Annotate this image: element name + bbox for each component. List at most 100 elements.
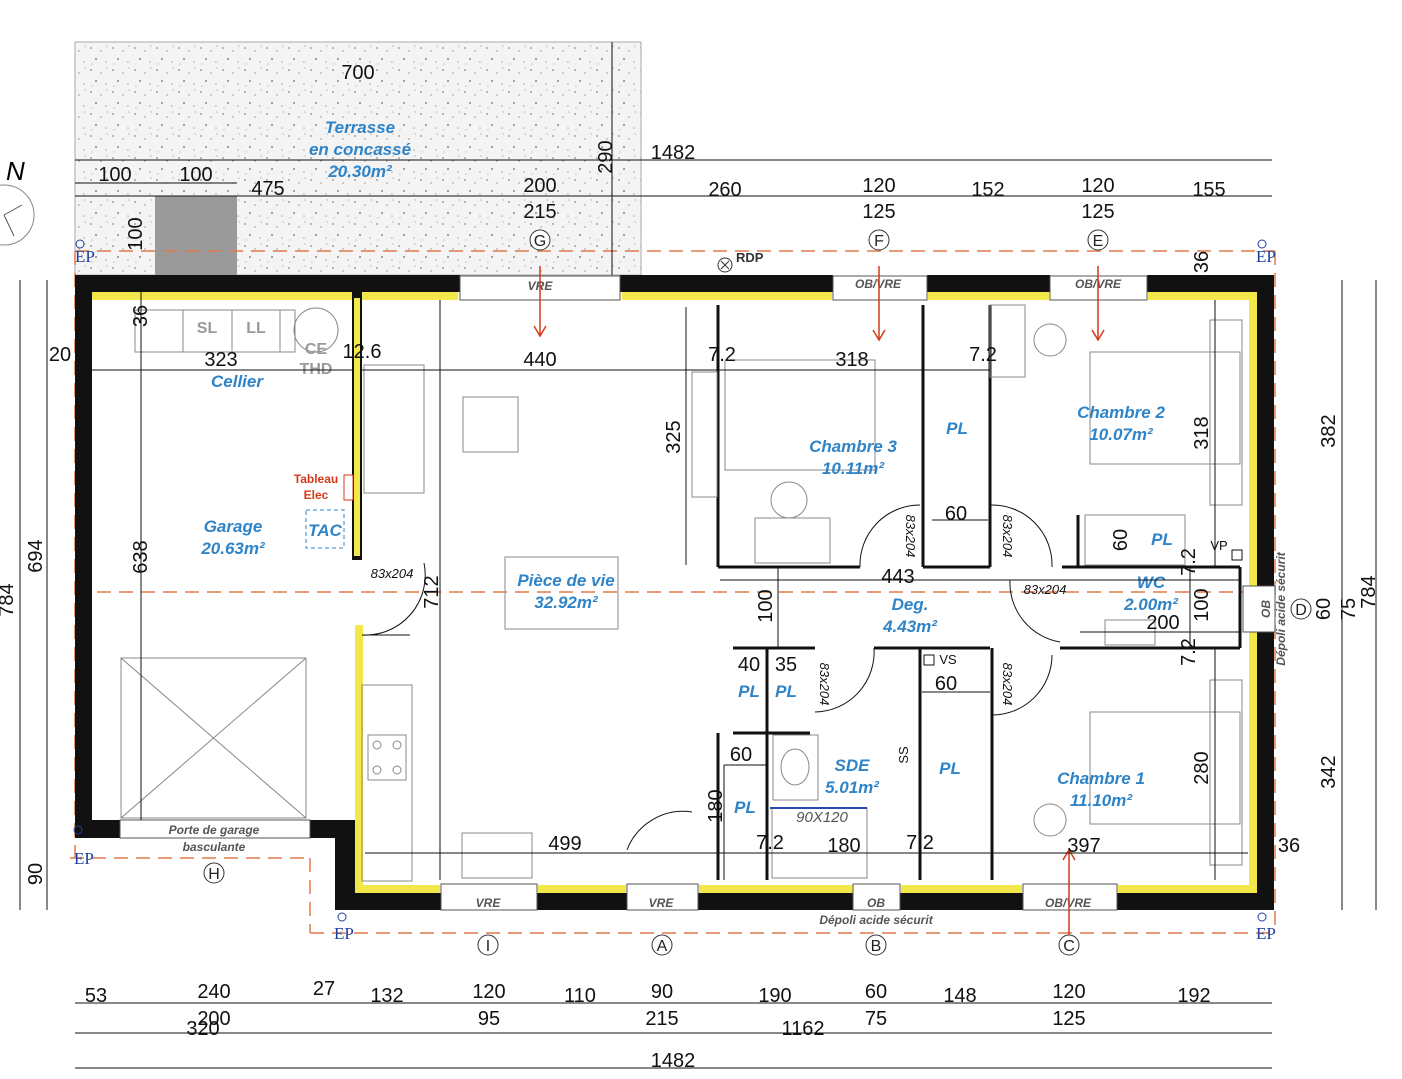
- dim-40: 40: [738, 654, 760, 676]
- pl-5: PL: [734, 798, 756, 817]
- dim-155: 155: [1192, 179, 1225, 201]
- ss-label: SS: [896, 746, 911, 764]
- room-wc: WC: [1137, 573, 1166, 592]
- axis-i: I: [486, 938, 490, 955]
- dim-440: 440: [523, 349, 556, 371]
- ep-left-bottom: EP: [74, 849, 94, 868]
- dim-318-h: 318: [835, 349, 868, 371]
- dim-342: 342: [1318, 755, 1340, 788]
- axis-d: D: [1295, 602, 1307, 619]
- dim-125-f: 125: [862, 201, 895, 223]
- dim-60-b-bot: 60: [865, 981, 887, 1003]
- dim-7-2-d: 7.2: [1178, 638, 1200, 666]
- dim-132: 132: [370, 985, 403, 1007]
- ep-bottom-left: EP: [334, 924, 354, 943]
- room-garage: Garage: [204, 517, 263, 536]
- dim-1482-top: 1482: [651, 142, 696, 164]
- room-wc-area: 2.00m²: [1123, 595, 1179, 614]
- room-ch3-area: 10.11m²: [822, 459, 885, 478]
- dim-323: 323: [204, 349, 237, 371]
- dim-382: 382: [1318, 414, 1340, 447]
- dim-215-bot: 215: [645, 1008, 678, 1030]
- ll-label: LL: [246, 320, 266, 337]
- dim-60-d: 60: [1313, 598, 1335, 620]
- sl-label: SL: [197, 320, 218, 337]
- room-ch2-area: 10.07m²: [1089, 425, 1154, 444]
- dim-75-bot: 75: [865, 1008, 887, 1030]
- dim-7-2-e: 7.2: [756, 832, 784, 854]
- unit-ext-line3: chauffage: [168, 236, 225, 250]
- dim-325: 325: [663, 420, 685, 453]
- unit-ext-line2: Ext: [187, 221, 206, 235]
- pl-6: PL: [939, 759, 961, 778]
- dim-784-left: 784: [0, 583, 18, 616]
- room-ch2: Chambre 2: [1077, 403, 1165, 422]
- rdp-marker-icon: [717, 257, 733, 273]
- dim-120-i: 120: [472, 981, 505, 1003]
- dim-125-e: 125: [1081, 201, 1114, 223]
- dim-27: 27: [313, 978, 335, 1000]
- dim-192: 192: [1177, 985, 1210, 1007]
- dim-100-v: 100: [125, 217, 147, 250]
- dim-638: 638: [130, 540, 152, 573]
- dim-190: 190: [758, 985, 791, 1007]
- tac-label: TAC: [308, 521, 342, 540]
- dim-125-c: 125: [1052, 1008, 1085, 1030]
- dim-7-2-f: 7.2: [906, 832, 934, 854]
- unit-ext-block: [155, 196, 237, 276]
- door-size-4: 83x204: [1024, 582, 1067, 597]
- dim-475: 475: [251, 178, 284, 200]
- ep-bottom-right: EP: [1256, 924, 1276, 943]
- dim-499: 499: [548, 833, 581, 855]
- north-label: N: [6, 156, 25, 186]
- pl-3: PL: [738, 682, 760, 701]
- window-b-label: OB: [867, 896, 885, 910]
- garage-door-line1: Porte de garage: [169, 823, 260, 837]
- window-d-label: OB: [1259, 600, 1273, 618]
- dim-700: 700: [341, 62, 374, 84]
- dim-75: 75: [1338, 598, 1360, 620]
- tableau-line2: Elec: [304, 488, 329, 502]
- door-size-2: 83x204: [903, 515, 918, 558]
- window-a-label: VRE: [649, 896, 675, 910]
- terrace-title-2: en concassé: [309, 140, 411, 159]
- window-i-label: VRE: [476, 896, 502, 910]
- dim-1162: 1162: [781, 1018, 824, 1040]
- vp-label: VP: [1210, 538, 1227, 553]
- room-ch1: Chambre 1: [1057, 769, 1145, 788]
- dim-260: 260: [708, 179, 741, 201]
- dim-180-h: 180: [827, 835, 860, 857]
- dim-60-sde: 60: [730, 744, 752, 766]
- ep-top-right: EP: [1256, 247, 1276, 266]
- terrace-area-value: 20.30m²: [327, 162, 393, 181]
- north-arrow-icon: [0, 184, 35, 246]
- dim-694: 694: [25, 539, 47, 572]
- dim-443: 443: [881, 566, 914, 588]
- room-piece-area: 32.92m²: [534, 593, 599, 612]
- dim-100-a: 100: [98, 164, 131, 186]
- tableau-line1: Tableau: [294, 472, 338, 486]
- dim-90-v: 90: [25, 863, 47, 885]
- room-sde: SDE: [835, 756, 871, 775]
- dim-240: 240: [197, 981, 230, 1003]
- door-size-5: 83x204: [817, 663, 832, 706]
- dim-7-2-c: 7.2: [1178, 548, 1200, 576]
- axis-a: A: [657, 938, 668, 955]
- dim-60-b: 60: [1110, 529, 1132, 551]
- shower-label: 90X120: [796, 809, 848, 826]
- dim-120-f: 120: [862, 175, 895, 197]
- dim-36-left: 36: [130, 305, 152, 327]
- dim-148: 148: [943, 985, 976, 1007]
- dim-712: 712: [421, 575, 443, 608]
- dim-280: 280: [1191, 751, 1213, 784]
- room-deg: Deg.: [892, 595, 929, 614]
- dim-60-pl: 60: [935, 673, 957, 695]
- dim-100-b: 100: [179, 164, 212, 186]
- dim-200-bot: 200: [197, 1008, 230, 1030]
- dim-1482-bottom: 1482: [651, 1050, 696, 1072]
- dim-200-top: 200: [523, 175, 556, 197]
- dim-318-v: 318: [1191, 416, 1213, 449]
- room-piece: Pièce de vie: [517, 571, 614, 590]
- garage-door-line2: basculante: [183, 840, 246, 854]
- room-cellier: Cellier: [211, 372, 264, 391]
